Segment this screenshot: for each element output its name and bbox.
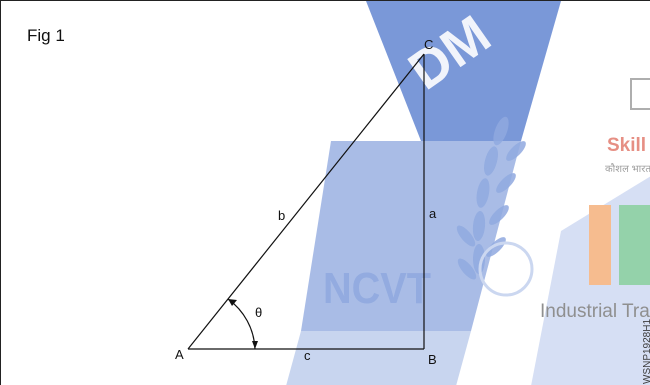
watermark-layer: DM NCVT Skill कौशल भारत Industrial Tra — [286, 1, 650, 385]
skill-logo-icon — [630, 78, 650, 110]
vertex-label-b: B — [428, 352, 437, 367]
vertex-label-c: C — [424, 37, 433, 52]
angle-label-theta: θ — [255, 305, 262, 320]
code-text: WSNP1928H1 — [642, 319, 650, 384]
side-hypotenuse-line — [187, 53, 425, 350]
angle-arc — [227, 298, 256, 350]
side-label-a: a — [429, 206, 437, 221]
watermark-circle-icon — [478, 241, 534, 297]
angle-arrow-end-icon — [252, 341, 258, 349]
org-text: Industrial Tra — [540, 301, 650, 322]
watermark-orange-block — [589, 205, 611, 285]
vertex-label-a: A — [175, 347, 184, 362]
angle-arrow-icon — [228, 299, 237, 306]
watermark-blue-band-bottom — [286, 331, 471, 385]
watermark-blue-band-mid — [301, 141, 521, 331]
figure-caption: Fig 1 — [27, 26, 65, 45]
watermark-green-block — [619, 205, 650, 285]
side-label-b: b — [278, 208, 285, 223]
watermark-blue-band-top — [366, 1, 561, 141]
skill-text: Skill — [607, 135, 646, 156]
side-label-c: c — [304, 348, 311, 363]
triangle-diagram — [187, 53, 425, 350]
watermark-seal-text: NCVT — [323, 264, 431, 313]
skill-subtext: कौशल भारत — [605, 163, 650, 175]
